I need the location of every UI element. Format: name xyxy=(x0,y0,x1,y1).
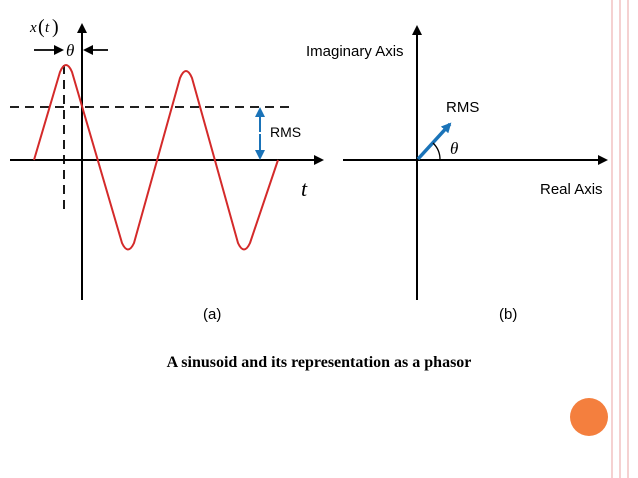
rms-label-sinusoid: RMS xyxy=(270,124,301,140)
y-axis-label-x: x xyxy=(29,20,37,36)
phasor-panel: Imaginary Axis RMS θ Real Axis (b) xyxy=(306,25,608,323)
y-axis-label-open-paren: ( xyxy=(38,16,45,38)
t-axis-label: t xyxy=(301,176,308,201)
orange-dot xyxy=(570,398,608,436)
slide-border xyxy=(611,0,629,478)
y-axis-label-t: t xyxy=(45,20,50,36)
panel-label-a: (a) xyxy=(203,306,221,323)
panel-label-b: (b) xyxy=(499,306,517,323)
phase-angle-arc xyxy=(432,142,441,161)
theta-label-sinusoid: θ xyxy=(66,41,74,60)
real-axis-label: Real Axis xyxy=(540,181,603,198)
slide-caption: A sinusoid and its representation as a p… xyxy=(167,354,472,371)
rms-label-phasor: RMS xyxy=(446,99,479,116)
sinusoid-panel: x ( t ) θ RMS t (a) xyxy=(10,16,324,323)
phasor-arrow xyxy=(416,122,452,161)
imaginary-axis-label: Imaginary Axis xyxy=(306,43,404,60)
theta-label-phasor: θ xyxy=(450,139,458,158)
sinusoid-waveform xyxy=(33,64,279,251)
y-axis-label-close-paren: ) xyxy=(52,16,59,38)
